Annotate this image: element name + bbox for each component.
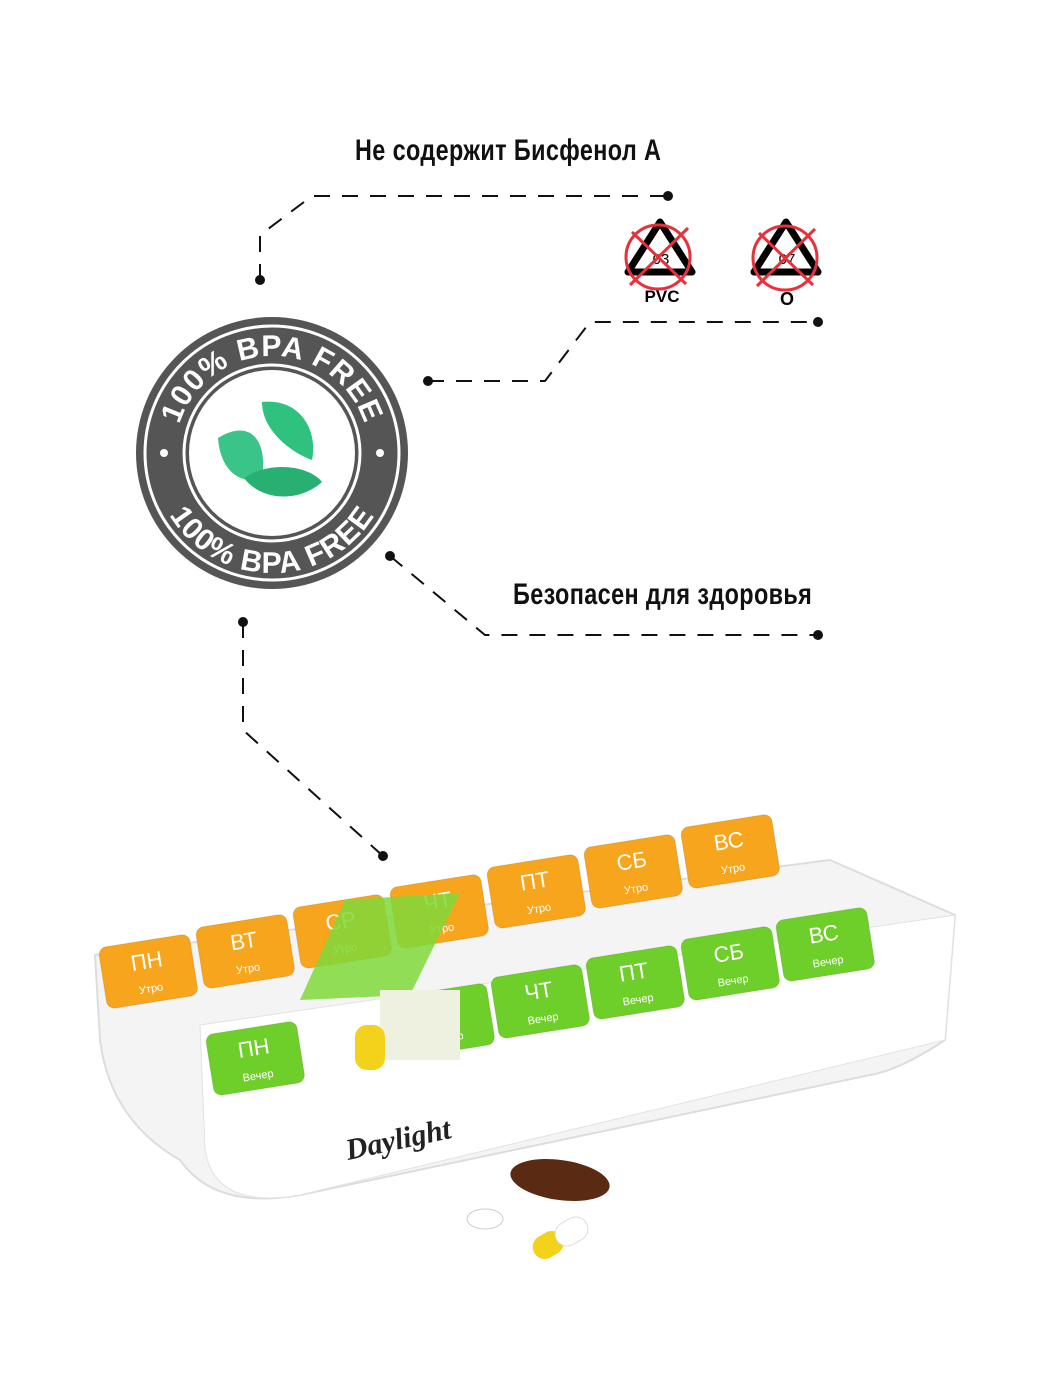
day-label: ПТ [617,957,650,986]
morning-compartment-6[interactable]: СБ Утро [583,834,684,910]
evening-compartment-1[interactable]: ПН Вечер [205,1021,306,1097]
open-lid [300,893,460,1000]
time-label: Утро [526,901,552,917]
time-label: Вечер [622,992,655,1009]
connector-dots [238,191,823,861]
dashed-connectors [242,195,818,857]
caption-safe-for-health: Безопасен для здоровья [513,578,813,611]
evening-compartment-6[interactable]: СБ Вечер [680,926,781,1002]
morning-compartment-7[interactable]: ВС Утро [680,814,781,890]
time-label: Утро [623,881,649,897]
recycle-label: PVC [645,287,680,306]
day-label: ПН [129,946,164,976]
morning-compartment-5[interactable]: ПТ Утро [486,854,587,930]
day-label: ЧТ [523,977,555,1006]
recycle-icon-pvc: 03 PVC [624,218,696,306]
day-label: ПТ [518,866,551,895]
morning-compartment-1[interactable]: ПН Утро [98,934,199,1010]
time-label: Вечер [812,954,845,971]
morning-compartment-2[interactable]: ВТ Утро [195,914,296,990]
time-label: Вечер [717,973,750,990]
day-label: СБ [615,846,649,875]
time-label: Вечер [527,1011,560,1028]
evening-compartment-5[interactable]: ПТ Вечер [585,945,686,1021]
leaf-icon [218,401,322,497]
time-label: Вечер [242,1068,275,1085]
recycle-label: O [780,289,794,309]
recycle-icon-other: 07 O [750,218,822,309]
day-label: ВТ [229,927,259,956]
loose-pills [466,1159,610,1259]
evening-compartment-7[interactable]: ВС Вечер [775,907,876,983]
day-label: СБ [712,938,746,967]
time-label: Утро [138,981,164,997]
pill-organizer: ПНУтроВТУтроСРУтроЧТУтроПТУтроСБУтроВСУт… [93,814,957,1200]
day-label: ВС [712,826,745,855]
time-label: Утро [235,961,261,977]
evening-compartment-4[interactable]: ЧТ Вечер [490,964,591,1040]
bpa-free-badge: 100% BPA FREE 100% BPA FREE [136,317,408,589]
evening-row: ПНВечерСРВечерЧТВечерПТВечерСБВечерВСВеч… [205,907,876,1097]
time-label: Утро [720,861,746,877]
day-label: ПН [236,1033,271,1063]
caption-bpa-free: Не содержит Бисфенол А [355,134,662,167]
day-label: ВС [807,919,840,948]
